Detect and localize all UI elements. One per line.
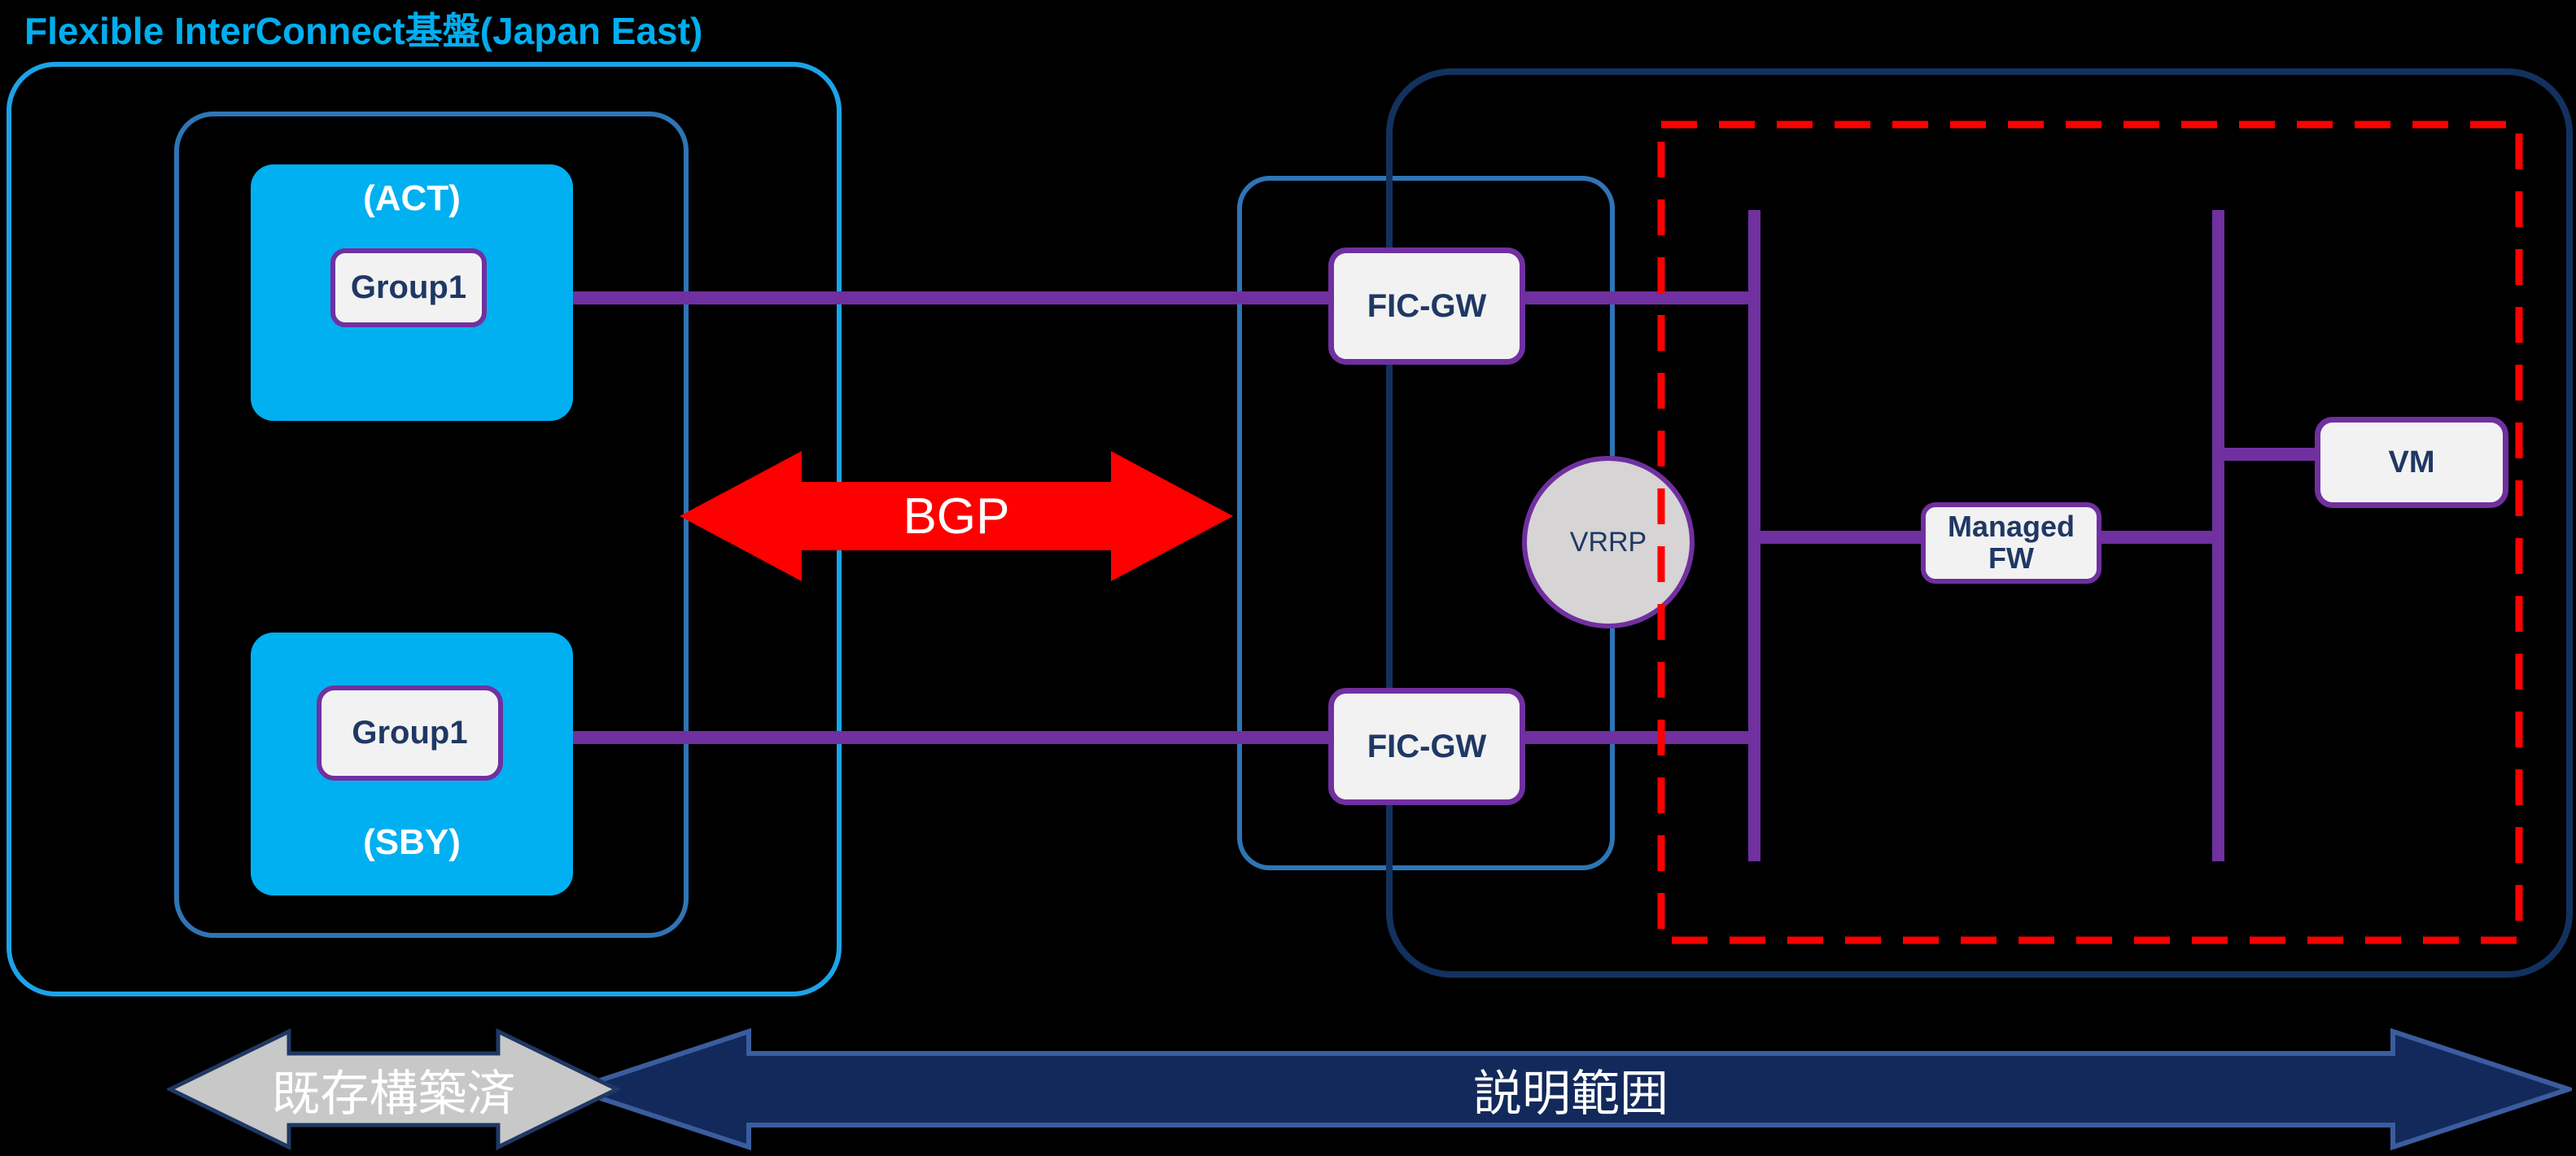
bgp-label: BGP bbox=[903, 488, 1010, 545]
vm-box: VM bbox=[2315, 417, 2508, 508]
existing-range-arrow bbox=[167, 1028, 620, 1150]
vrrp-circle: VRRP bbox=[1522, 456, 1695, 628]
group1-act-box: Group1 bbox=[330, 248, 487, 327]
fic-gw-top-box: FIC-GW bbox=[1328, 247, 1525, 365]
bus-to-managedfw-link-left bbox=[1758, 531, 1925, 544]
fic-gw-bottom-box: FIC-GW bbox=[1328, 688, 1525, 805]
cloud-service-container bbox=[1386, 68, 2573, 978]
bus-to-vm-link bbox=[2219, 448, 2316, 461]
scope-dashed-box bbox=[1657, 120, 2523, 944]
bgp-double-arrow bbox=[680, 451, 1233, 581]
group1-sby-box: Group1 bbox=[317, 685, 503, 781]
act-to-ficgw-link bbox=[573, 291, 1754, 304]
managed-fw-box: Managed FW bbox=[1921, 502, 2101, 584]
existing-range-label: 既存構築済 bbox=[271, 1066, 516, 1121]
scope-range-label: 説明範囲 bbox=[1473, 1066, 1668, 1121]
sby-to-ficgw-link bbox=[573, 731, 1754, 744]
sby-node-label: (SBY) bbox=[363, 822, 461, 862]
act-node-label: (ACT) bbox=[363, 178, 461, 218]
customer-router-group-container bbox=[174, 112, 689, 938]
scope-range-arrow bbox=[570, 1028, 2572, 1150]
network-bus-right bbox=[2212, 210, 2224, 861]
diagram-title: Flexible InterConnect基盤(Japan East) bbox=[24, 10, 703, 52]
managedfw-to-bus-link-right bbox=[2100, 531, 2218, 544]
network-bus-left bbox=[1748, 210, 1760, 861]
